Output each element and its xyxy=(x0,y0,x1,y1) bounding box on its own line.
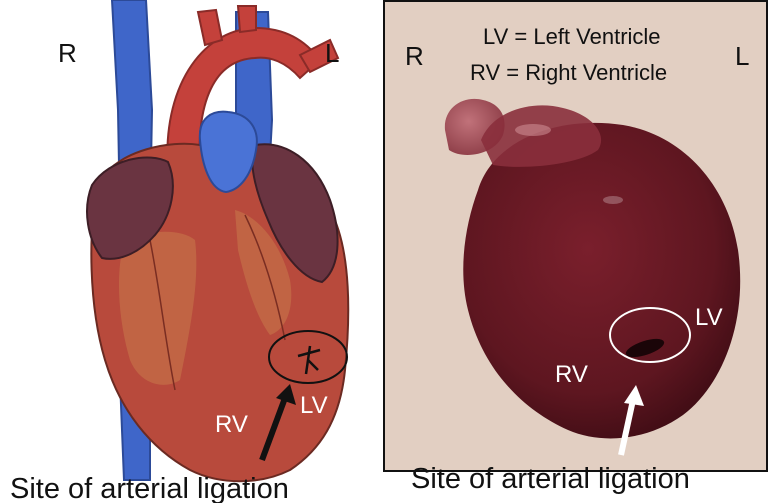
legend-lv: LV = Left Ventricle xyxy=(483,24,661,49)
heart-photo: R L LV = Left Ventricle RV = Right Ventr… xyxy=(383,0,769,503)
orientation-right-label: R xyxy=(58,38,77,68)
heart-photo-panel: R L LV = Left Ventricle RV = Right Ventr… xyxy=(383,0,769,503)
heart-illustration-panel: R L RV LV Site of arterial ligation xyxy=(0,0,380,503)
aortic-branch xyxy=(238,6,256,32)
aortic-branch xyxy=(198,10,222,45)
rv-label: RV xyxy=(555,361,588,388)
caption: Site of arterial ligation xyxy=(10,473,289,503)
tissue-highlight xyxy=(515,124,551,136)
legend-rv: RV = Right Ventricle xyxy=(470,60,667,85)
heart-illustration: R L RV LV Site of arterial ligation xyxy=(0,0,380,503)
lv-label: LV xyxy=(695,304,723,331)
orientation-left-label: L xyxy=(325,38,339,68)
lv-label: LV xyxy=(300,392,328,419)
orientation-left-label: L xyxy=(735,41,749,71)
tissue-highlight xyxy=(603,196,623,204)
orientation-right-label: R xyxy=(405,41,424,71)
caption: Site of arterial ligation xyxy=(411,463,690,495)
rv-label: RV xyxy=(215,411,248,438)
